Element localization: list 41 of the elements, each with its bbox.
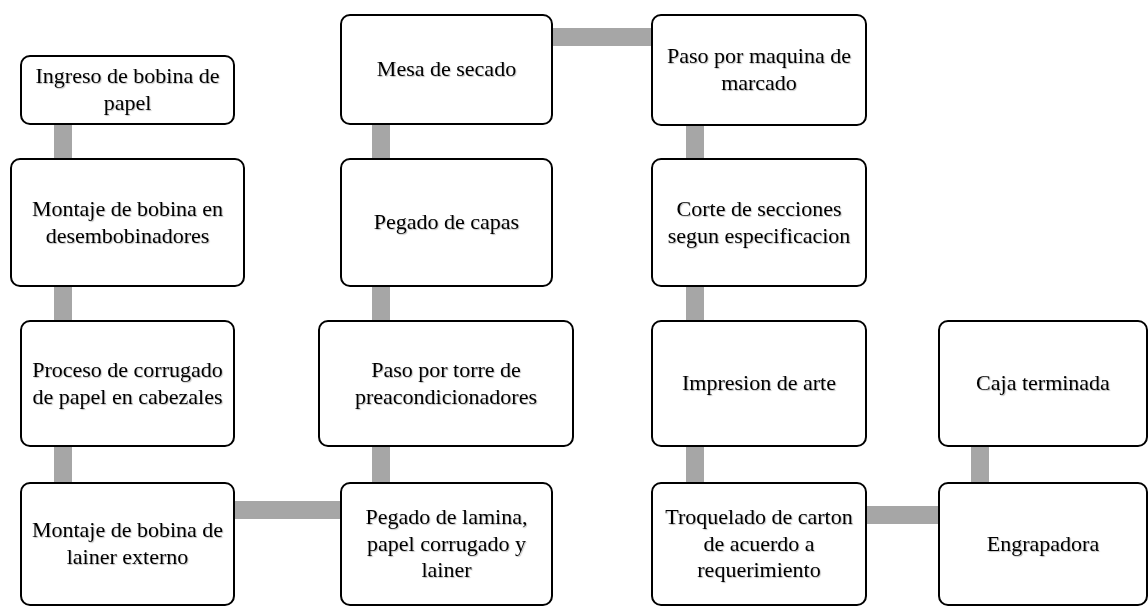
process-box xyxy=(20,55,235,125)
process-box xyxy=(938,482,1148,606)
step-label: Paso por maquina de marcado xyxy=(666,43,852,97)
step-label: Impresion de arte xyxy=(682,370,836,397)
process-box xyxy=(651,14,867,126)
step-label: Troquelado de carton de acuerdo a requerimiento xyxy=(664,503,854,585)
connector-line xyxy=(372,447,390,482)
step-label: Mesa de secado xyxy=(376,56,517,83)
process-box xyxy=(651,320,867,447)
connector-line xyxy=(553,28,651,46)
connector-line xyxy=(686,447,704,482)
process-box xyxy=(20,482,235,606)
process-box xyxy=(340,14,553,125)
connector-line xyxy=(54,447,72,482)
step-label: Pegado de capas xyxy=(373,209,520,236)
process-box xyxy=(651,158,867,287)
process-box xyxy=(318,320,574,447)
step-label: Pegado de lamina, papel corrugado y lainer xyxy=(364,503,529,585)
process-box xyxy=(340,482,553,606)
process-box xyxy=(938,320,1148,447)
step-label: Paso por torre de preacondicionadores xyxy=(354,356,538,411)
step-label: Montaje de bobina de lainer externo xyxy=(30,517,225,571)
connector-line xyxy=(867,506,938,524)
connector-line xyxy=(971,447,989,482)
connector-line xyxy=(686,126,704,158)
step-label: Caja terminada xyxy=(976,370,1110,397)
connector-line xyxy=(372,287,390,320)
step-label: Corte de secciones segun especificacion xyxy=(666,195,852,250)
process-box xyxy=(651,482,867,606)
connector-line xyxy=(235,501,340,519)
step-label: Ingreso de bobina de papel xyxy=(34,63,221,117)
process-box xyxy=(20,320,235,447)
step-label: Montaje de bobina en desembobinadores xyxy=(30,195,225,250)
step-label: Proceso de corrugado de papel en cabezales xyxy=(31,356,224,411)
connector-line xyxy=(686,287,704,320)
process-box xyxy=(10,158,245,287)
connector-line xyxy=(54,287,72,320)
process-box xyxy=(340,158,553,287)
connector-line xyxy=(54,125,72,158)
connector-line xyxy=(372,125,390,158)
step-label: Engrapadora xyxy=(986,530,1100,558)
